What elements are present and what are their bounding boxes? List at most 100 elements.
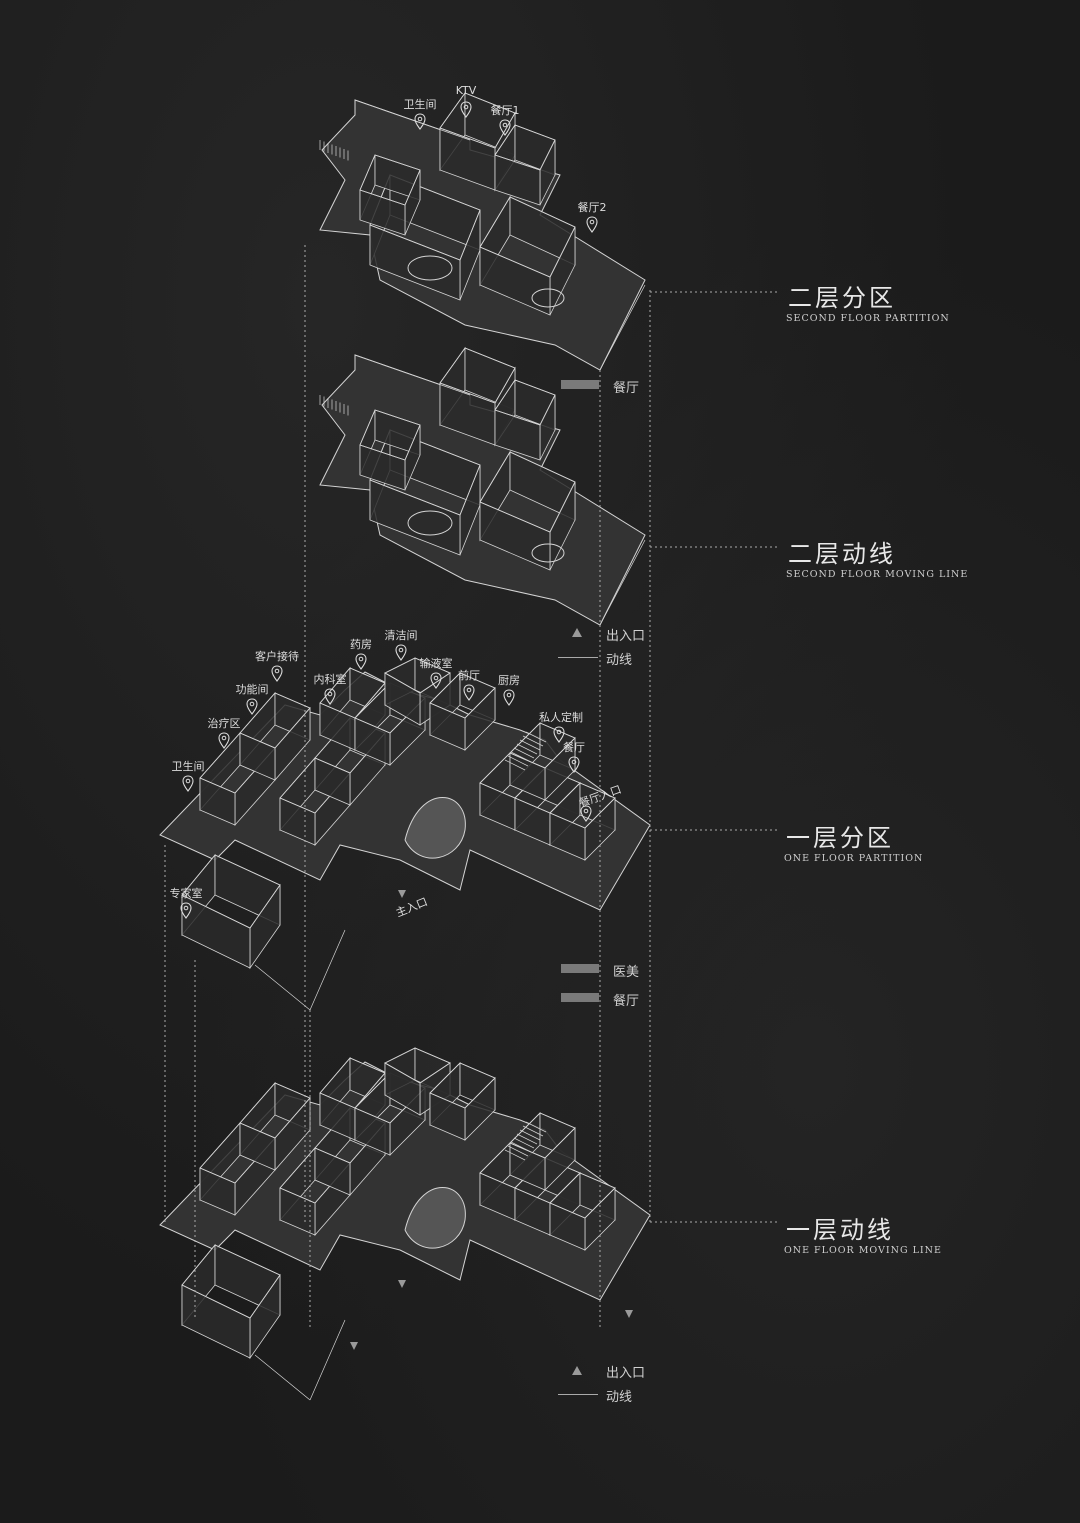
section-subtitle-second-moving: SECOND FLOOR MOVING LINE — [786, 569, 969, 580]
legend-line-moving — [558, 657, 598, 658]
floor1a-room-11-top — [509, 722, 576, 769]
legend-label-entrance-1f: 出入口 — [606, 1366, 646, 1381]
second-floor-partition-model — [319, 91, 646, 371]
legend-label-entrance: 出入口 — [606, 629, 646, 644]
entrance-marker-icon — [350, 1342, 358, 1350]
stair-step — [504, 759, 526, 771]
section-subtitle-second-partition: SECOND FLOOR PARTITION — [786, 313, 950, 324]
floor2b-hall-top — [369, 429, 481, 516]
floor2b-dining2-top — [479, 451, 576, 533]
stair-step — [519, 1129, 541, 1141]
floor1b-room-6-top — [384, 1047, 451, 1084]
room-label-lobby: 前厅 — [458, 669, 480, 682]
entrance-marker-icon — [625, 1310, 633, 1318]
floor1b-room-1-top — [239, 1082, 311, 1139]
room-label-private: 私人定制 — [539, 711, 583, 724]
stair-step — [510, 751, 532, 763]
legend-label-aesthetic: 医美 — [613, 965, 640, 980]
floor1b-path — [254, 1354, 311, 1401]
entrance-marker-icon — [398, 1280, 406, 1288]
stair-step — [522, 1125, 544, 1137]
floor2a-restroom-top — [359, 154, 421, 206]
floor1a-path — [309, 929, 346, 1011]
second-floor-moving-model — [319, 346, 646, 626]
floor1b-room-11-top — [509, 1112, 576, 1159]
stair-step — [516, 743, 538, 755]
location-pin-icon — [499, 119, 511, 136]
room-label-dining1: 餐厅1 — [490, 104, 520, 117]
floor1a-room-6-top — [384, 657, 451, 694]
stair-step — [525, 731, 547, 743]
floor2a-round-table-a — [407, 255, 453, 281]
section-subtitle-first-moving: ONE FLOOR MOVING LINE — [784, 1245, 942, 1256]
location-pin-icon — [271, 665, 283, 682]
stair-step — [519, 739, 541, 751]
room-label-internal: 内科室 — [313, 673, 347, 686]
location-pin-icon — [355, 653, 367, 670]
room-label-infusion: 输液室 — [419, 657, 453, 670]
legend-swatch-dining-1f — [561, 993, 599, 1002]
section-title-first-partition: 一层分区 — [786, 824, 894, 852]
floor1b-path — [309, 1319, 346, 1401]
floor1a-expert-room-top — [181, 854, 281, 929]
stair-step — [510, 1141, 532, 1153]
stair-step — [513, 1137, 535, 1149]
room-label-cleaning: 清洁间 — [384, 629, 418, 642]
legend-label-moving-1f: 动线 — [606, 1390, 633, 1405]
legend-label-dining: 餐厅 — [613, 381, 640, 396]
floor1b-room-7-top — [429, 1062, 496, 1109]
first-floor-partition-model — [159, 657, 651, 1011]
floor1a-room-7-top — [429, 672, 496, 719]
location-pin-icon — [460, 101, 472, 118]
legend-swatch-aesthetic — [561, 964, 599, 973]
room-label-dining2: 餐厅2 — [577, 201, 607, 214]
location-pin-icon — [568, 756, 580, 773]
stair-step — [504, 1149, 526, 1161]
room-label-function: 功能间 — [235, 683, 269, 696]
location-pin-icon — [218, 732, 230, 749]
entrance-marker-icon — [398, 890, 406, 898]
section-title-second-partition: 二层分区 — [788, 284, 896, 312]
floor1a-room-10-top — [549, 782, 616, 829]
room-label-kitchen: 厨房 — [498, 674, 520, 687]
stair-step — [513, 747, 535, 759]
entrance-triangle-icon — [572, 628, 582, 637]
room-label-restroom-2f: 卫生间 — [403, 98, 437, 111]
floor2a-hall-top — [369, 174, 481, 261]
room-label-pharmacy: 药房 — [350, 638, 372, 651]
floor1a-curved-lobby — [404, 797, 466, 859]
location-pin-icon — [586, 216, 598, 233]
floor2b-round-table-b — [531, 543, 565, 563]
location-pin-icon — [324, 688, 336, 705]
room-label-dining-1f: 餐厅 — [563, 741, 585, 754]
location-pin-icon — [463, 684, 475, 701]
entrance-triangle-icon-1f — [572, 1366, 582, 1375]
location-pin-icon — [503, 689, 515, 706]
legend-label-dining-1f: 餐厅 — [613, 994, 640, 1009]
legend-label-moving: 动线 — [606, 653, 633, 668]
location-pin-icon — [414, 113, 426, 130]
floor2b-rail-top — [354, 354, 471, 396]
floor1b-expert-room-top — [181, 1244, 281, 1319]
floor2b-dining1-top — [494, 379, 556, 426]
floor2b-ktv-top — [439, 347, 516, 404]
legend-swatch-dining — [561, 380, 599, 389]
location-pin-icon — [580, 805, 592, 822]
floor2a-round-table-b — [531, 288, 565, 308]
location-pin-icon — [182, 775, 194, 792]
floor2a-rail-top — [354, 99, 471, 141]
stair-step — [507, 1145, 529, 1157]
floor1b-curved-lobby — [404, 1187, 466, 1249]
location-pin-icon — [553, 726, 565, 743]
room-label-expert: 专家室 — [169, 887, 203, 900]
first-floor-moving-model — [159, 1047, 651, 1401]
floor1a-room-1-top — [239, 692, 311, 749]
floor1b-room-10-top — [549, 1172, 616, 1219]
floor2a-dining1-top — [494, 124, 556, 171]
stair-step — [516, 1133, 538, 1145]
location-pin-icon — [246, 698, 258, 715]
floor1a-path — [254, 964, 311, 1011]
room-label-reception: 客户接待 — [255, 650, 299, 663]
